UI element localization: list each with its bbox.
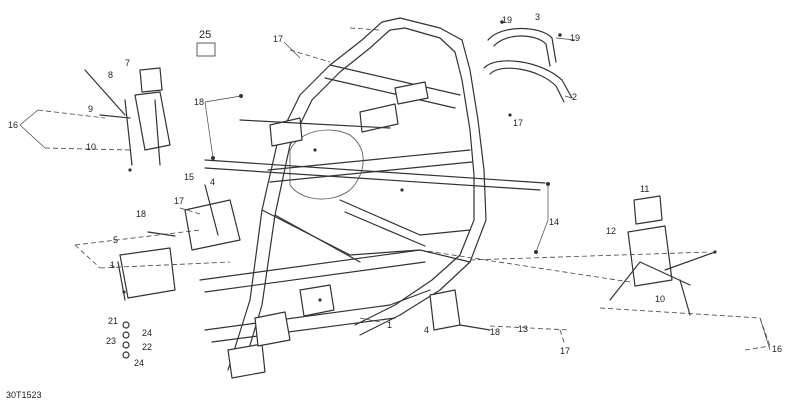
- callout-12: 12: [606, 226, 616, 236]
- left-mid-bracket: [147, 184, 241, 251]
- callout-15: 15: [184, 172, 194, 182]
- callout-19: 19: [502, 15, 512, 25]
- callout-24: 24: [134, 358, 144, 368]
- fastener-kit: [122, 321, 130, 359]
- callout-21: 21: [108, 316, 118, 326]
- callout-5: 5: [113, 235, 118, 245]
- callout-18: 18: [490, 327, 500, 337]
- callout-10: 10: [655, 294, 665, 304]
- callout-4: 4: [424, 325, 429, 335]
- callout-1: 1: [387, 320, 392, 330]
- leader-lines: [19, 37, 771, 351]
- drawing-code: 30T1523: [6, 390, 42, 400]
- right-lower-bracket: [429, 289, 491, 331]
- callout-22: 22: [142, 342, 152, 352]
- callout-19: 19: [570, 33, 580, 43]
- callout-7: 7: [125, 58, 130, 68]
- callout-14: 14: [549, 217, 559, 227]
- callout-17: 17: [273, 34, 283, 44]
- callout-4: 4: [210, 177, 215, 187]
- callout-9: 9: [88, 104, 93, 114]
- callout-box-25: [196, 42, 216, 57]
- main-frame: [199, 17, 487, 379]
- callout-10: 10: [86, 142, 96, 152]
- callout-17: 17: [560, 346, 570, 356]
- callout-18: 18: [194, 97, 204, 107]
- callout-8: 8: [108, 70, 113, 80]
- callout-18: 18: [136, 209, 146, 219]
- callout-25: 25: [199, 29, 211, 41]
- callout-16: 16: [772, 344, 782, 354]
- callout-17: 17: [174, 196, 184, 206]
- callout-23: 23: [106, 336, 116, 346]
- callout-3: 3: [535, 12, 540, 22]
- callout-17: 17: [513, 118, 523, 128]
- rear-grab-handle: [483, 20, 573, 117]
- callout-16: 16: [8, 120, 18, 130]
- callout-2: 2: [572, 92, 577, 102]
- callout-1: 1: [110, 260, 115, 270]
- assembly-lines: [37, 27, 771, 351]
- right-rear-bracket: [609, 195, 717, 316]
- left-front-bracket: [84, 67, 171, 172]
- callout-labels: 25 17 19 3 19 2 17 18 14 7 8 9 16 10 15 …: [6, 12, 782, 400]
- left-lower-bracket: [117, 247, 176, 301]
- callout-13: 13: [518, 324, 528, 334]
- callout-24: 24: [142, 328, 152, 338]
- callout-11: 11: [640, 184, 649, 194]
